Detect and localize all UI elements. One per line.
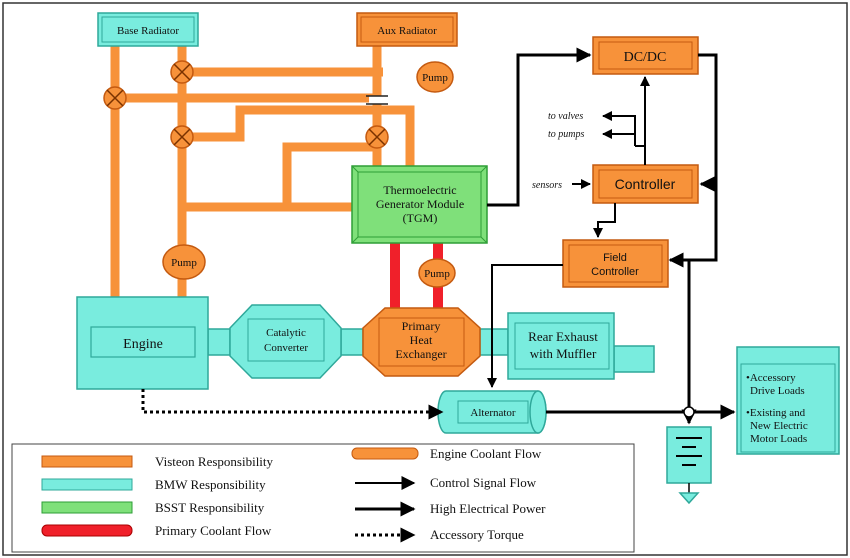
legend-accessory-torque: Accessory Torque: [355, 527, 524, 543]
engine: Engine: [76, 296, 209, 390]
svg-text:Generator Module: Generator Module: [376, 197, 464, 211]
svg-text:Visteon Responsibility: Visteon Responsibility: [155, 454, 274, 469]
base-radiator: Base Radiator: [97, 12, 199, 47]
valve-icon: [103, 86, 127, 110]
svg-text:Accessory Torque: Accessory Torque: [430, 527, 524, 542]
legend-high-power: High Electrical Power: [355, 501, 546, 517]
svg-text:Engine: Engine: [123, 337, 163, 352]
legend-bsst: BSST Responsibility: [41, 500, 265, 515]
svg-text:Engine Coolant Flow: Engine Coolant Flow: [430, 446, 542, 461]
svg-text:Aux Radiator: Aux Radiator: [377, 25, 437, 37]
valves: [103, 60, 389, 149]
svg-text:with Muffler: with Muffler: [530, 346, 597, 361]
svg-text:Drive Loads: Drive Loads: [750, 385, 805, 397]
svg-text:Alternator: Alternator: [470, 407, 516, 419]
exhaust-connectors: [207, 328, 655, 373]
svg-text:BMW Responsibility: BMW Responsibility: [155, 477, 266, 492]
svg-text:Pump: Pump: [424, 268, 450, 280]
sensors-label: sensors: [532, 180, 562, 191]
primary-heat-exchanger: Primary Heat Exchanger: [362, 307, 481, 377]
svg-text:Rear Exhaust: Rear Exhaust: [528, 329, 598, 344]
electric-loads: •Accessory Drive Loads •Existing and New…: [736, 346, 840, 455]
svg-text:New Electric: New Electric: [750, 420, 808, 432]
svg-text:Controller: Controller: [615, 176, 676, 192]
legend-engine-coolant: Engine Coolant Flow: [351, 446, 542, 461]
svg-text:•Accessory: •Accessory: [746, 372, 796, 384]
valve-icon: [170, 60, 194, 84]
svg-text:Primary Coolant Flow: Primary Coolant Flow: [155, 523, 272, 538]
dcdc-converter: DC/DC: [592, 36, 699, 75]
to-valves-label: to valves: [548, 111, 583, 122]
to-pumps-label: to pumps: [548, 129, 585, 140]
svg-text:Controller: Controller: [591, 266, 639, 278]
svg-text:(TGM): (TGM): [403, 211, 438, 225]
pump-engine: Pump: [162, 244, 206, 280]
tgm-module: Thermoelectric Generator Module (TGM): [351, 165, 488, 244]
svg-text:Catalytic: Catalytic: [266, 327, 306, 339]
controller: Controller: [592, 164, 699, 204]
field-controller: Field Controller: [562, 239, 669, 288]
svg-text:BSST Responsibility: BSST Responsibility: [155, 500, 265, 515]
svg-text:Heat: Heat: [410, 333, 433, 347]
svg-text:•Existing and: •Existing and: [746, 407, 806, 419]
pipe-gap: [369, 96, 385, 104]
rear-exhaust-muffler: Rear Exhaust with Muffler: [507, 312, 615, 380]
legend-bmw: BMW Responsibility: [41, 477, 266, 492]
legend-visteon: Visteon Responsibility: [41, 454, 274, 469]
high-power-lines: [487, 47, 736, 425]
pump-aux: Pump: [416, 61, 454, 93]
svg-text:Thermoelectric: Thermoelectric: [383, 183, 456, 197]
svg-text:Field: Field: [603, 252, 627, 264]
svg-text:Pump: Pump: [422, 72, 448, 84]
legend: Visteon Responsibility BMW Responsibilit…: [11, 443, 635, 553]
svg-text:Converter: Converter: [264, 342, 308, 354]
alternator: Alternator: [437, 390, 547, 434]
svg-text:Control Signal Flow: Control Signal Flow: [430, 475, 537, 490]
catalytic-converter: Catalytic Converter: [229, 304, 342, 379]
battery-icon: [666, 426, 712, 505]
pump-primary: Pump: [418, 258, 456, 288]
svg-text:High Electrical Power: High Electrical Power: [430, 501, 546, 516]
valve-icon: [365, 125, 389, 149]
svg-text:Exchanger: Exchanger: [395, 347, 446, 361]
valve-icon: [170, 125, 194, 149]
legend-primary-coolant: Primary Coolant Flow: [41, 523, 272, 538]
svg-text:Motor Loads: Motor Loads: [750, 433, 807, 445]
accessory-torque-line: [141, 389, 444, 420]
svg-text:Base Radiator: Base Radiator: [117, 25, 179, 37]
aux-radiator: Aux Radiator: [356, 12, 458, 47]
svg-text:Primary: Primary: [402, 319, 441, 333]
svg-text:DC/DC: DC/DC: [624, 50, 667, 65]
svg-text:Pump: Pump: [171, 257, 197, 269]
control-signal-lines: [487, 76, 650, 388]
legend-control-signal: Control Signal Flow: [355, 475, 537, 490]
